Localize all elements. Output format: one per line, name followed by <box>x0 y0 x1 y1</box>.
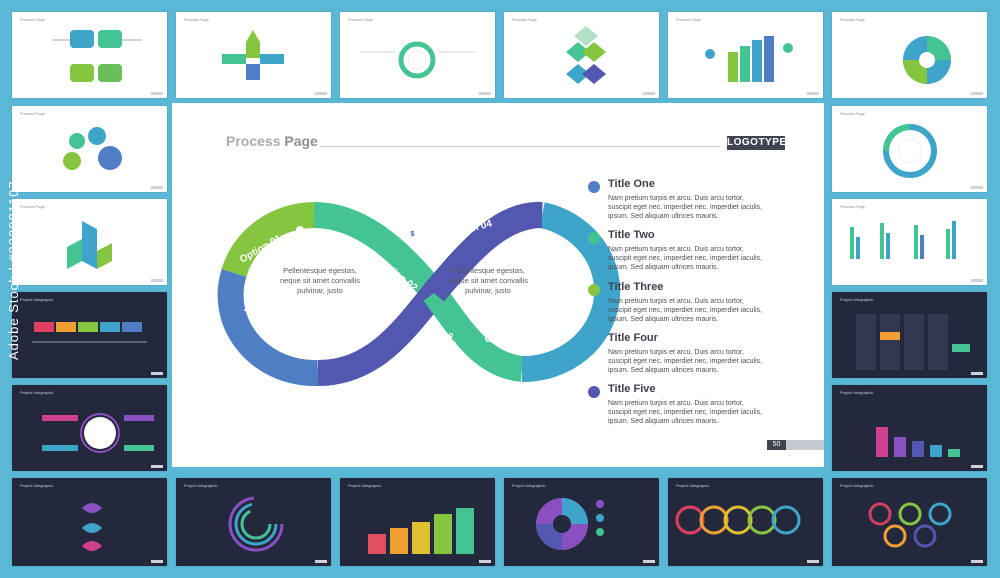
thumbnail-title: Process Page <box>840 111 865 116</box>
thumbnail-slide-14[interactable]: Project Infographic <box>832 292 987 378</box>
stock-watermark: Adobe Stock | #232981107 <box>6 180 21 360</box>
thumbnail-title: Project Infographic <box>348 483 382 488</box>
thumbnail-slide-5[interactable]: Process Page <box>668 12 823 98</box>
thumbnail-title: Process Page <box>512 17 537 22</box>
thumbnail-slide-4[interactable]: Process Page <box>504 12 659 98</box>
title-two-heading: Title Two <box>608 229 655 241</box>
page-number-bar <box>786 440 824 450</box>
thumbnail-diagram <box>536 498 604 550</box>
thumbnail-diagram <box>67 221 112 269</box>
thumbnail-diagram <box>903 36 951 84</box>
title-four-heading: Title Four <box>608 332 658 344</box>
center-right-text: Pellentesque egestas, neque sit amet con… <box>447 266 529 295</box>
thumbnail-diagram <box>856 314 970 370</box>
thumbnail-title: Project Infographic <box>20 297 54 302</box>
title-one-description: Nam pretium turpis et arcu. Duis arcu to… <box>608 195 763 220</box>
main-slide: Process Page LOGOTYPE Option 01 Option 0… <box>172 103 824 467</box>
infinity-diagram: Option 01 Option 02 Option 03 Option 04 … <box>217 201 621 387</box>
money-bag-icon: $ <box>407 227 419 239</box>
logotype-badge: LOGOTYPE <box>727 136 787 150</box>
thumbnail-title: Process Page <box>676 17 701 22</box>
thumbnail-title: Process Page <box>20 111 45 116</box>
thumbnail-slide-6[interactable]: Process Page <box>832 12 987 98</box>
thumbnail-slide-20[interactable]: Project Infographic <box>668 478 823 566</box>
thumbnail-diagram <box>228 496 284 552</box>
anchor-icon <box>445 333 457 347</box>
thumbnail-slide-16[interactable]: Project Infographic <box>832 478 987 566</box>
thumbnail-diagram <box>360 41 475 79</box>
page-title: Process Page <box>226 133 318 149</box>
thumbnail-diagram <box>876 427 960 457</box>
page-number: 50 <box>767 440 786 450</box>
thumbnail-diagram <box>82 503 102 551</box>
thumbnail-diagram <box>883 124 937 178</box>
thumbnail-slide-7[interactable]: Process Page <box>12 106 167 192</box>
option-03-segment <box>423 285 525 382</box>
title-four-dot <box>588 335 600 347</box>
thumbnail-title: Process Page <box>20 204 45 209</box>
option-04-segment <box>521 202 621 383</box>
thumbnail-slide-12[interactable]: Process Page <box>832 106 987 192</box>
thumbnail-title: Process Page <box>184 17 209 22</box>
thumbnail-diagram <box>222 30 284 80</box>
center-left-text: Pellentesque egestas, neque sit amet con… <box>279 266 361 295</box>
option-05-label: Option 05 <box>282 343 329 354</box>
thumbnail-slide-18[interactable]: Project Infographic <box>340 478 495 566</box>
thumbnail-diagram <box>675 505 801 535</box>
thumbnail-diagram <box>868 502 952 548</box>
title-five-heading: Title Five <box>608 383 656 395</box>
thumbnail-slide-10[interactable]: Project Infographic <box>12 385 167 471</box>
thumbnail-slide-1[interactable]: Process Page <box>12 12 167 98</box>
title-three-heading: Title Three <box>608 281 664 293</box>
option-03-label: Option 03 <box>483 320 531 346</box>
thumbnail-title: Project Infographic <box>840 297 874 302</box>
flask-icon <box>244 297 258 311</box>
page-title-part1: Process <box>226 133 285 149</box>
thumbnail-slide-11[interactable]: Project Infographic <box>12 478 167 566</box>
thumbnail-title: Project Infographic <box>840 390 874 395</box>
thumbnail-diagram <box>850 221 956 259</box>
title-two-description: Nam pretium turpis et arcu. Duis arcu to… <box>608 246 763 271</box>
header-rule <box>320 146 720 147</box>
thumbnail-title: Process Page <box>348 17 373 22</box>
thumbnail-title: Project Infographic <box>20 483 54 488</box>
title-five-dot <box>588 386 600 398</box>
thumbnail-slide-17[interactable]: Project Infographic <box>176 478 331 566</box>
thumbnail-slide-8[interactable]: Process Page <box>12 199 167 285</box>
title-four-description: Nam pretium turpis et arcu. Duis arcu to… <box>608 349 763 374</box>
svg-text:$: $ <box>411 231 415 238</box>
database-icon <box>529 295 539 304</box>
option-01-segment <box>221 202 315 278</box>
thumbnail-slide-19[interactable]: Project Infographic <box>504 478 659 566</box>
title-three-dot <box>588 284 600 296</box>
thumbnail-diagram <box>566 26 606 84</box>
thumbnail-title: Process Page <box>840 204 865 209</box>
thumbnail-title: Project Infographic <box>20 390 54 395</box>
page-title-part2: Page <box>284 133 318 149</box>
thumbnail-title: Project Infographic <box>676 483 710 488</box>
title-three-description: Nam pretium turpis et arcu. Duis arcu to… <box>608 298 763 323</box>
option-05-segment <box>217 269 319 387</box>
thumbnail-diagram <box>52 30 142 82</box>
thumbnail-title: Process Page <box>840 17 865 22</box>
title-two-dot <box>588 232 600 244</box>
thumbnail-diagram <box>42 413 154 453</box>
thumbnail-slide-9[interactable]: Project Infographic <box>12 292 167 378</box>
thumbnail-diagram <box>63 127 122 170</box>
thumbnail-slide-15[interactable]: Project Infographic <box>832 385 987 471</box>
thumbnail-diagram <box>705 36 793 82</box>
title-one-heading: Title One <box>608 178 655 190</box>
thumbnail-diagram <box>32 322 147 343</box>
thumbnail-title: Process Page <box>20 17 45 22</box>
thumbnail-slide-3[interactable]: Process Page <box>340 12 495 98</box>
thumbnail-diagram <box>368 508 474 554</box>
title-one-dot <box>588 181 600 193</box>
thumbnail-title: Project Infographic <box>184 483 218 488</box>
thumbnail-title: Project Infographic <box>512 483 546 488</box>
thumbnail-slide-2[interactable]: Process Page <box>176 12 331 98</box>
lightbulb-icon <box>296 226 304 237</box>
thumbnail-slide-13[interactable]: Process Page <box>832 199 987 285</box>
thumbnail-title: Project Infographic <box>840 483 874 488</box>
title-five-description: Nam pretium turpis et arcu. Duis arcu to… <box>608 400 763 425</box>
